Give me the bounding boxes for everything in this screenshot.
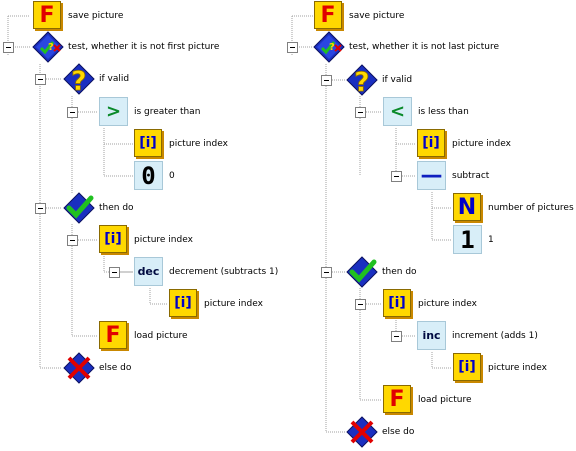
svg-text:?: ?: [48, 42, 54, 53]
decrement-icon: dec: [133, 256, 165, 288]
question-icon: ?: [63, 63, 95, 97]
right-node-if-valid[interactable]: ? if valid: [346, 64, 413, 98]
left-node-picture-index-c[interactable]: [i] picture index: [168, 288, 263, 320]
left-collapse-toggle-if-valid[interactable]: [35, 74, 46, 85]
right-collapse-toggle-inc[interactable]: [391, 331, 402, 342]
right-collapse-toggle-test[interactable]: [287, 42, 298, 53]
left-collapse-toggle-index-b[interactable]: [67, 235, 78, 246]
svg-text:?: ?: [71, 66, 87, 95]
red-cross-icon: [346, 416, 378, 448]
right-node-less-than[interactable]: < is less than: [382, 96, 469, 128]
left-node-decrement[interactable]: dec decrement (subtracts 1): [133, 256, 278, 288]
left-collapse-toggle-test[interactable]: [3, 42, 14, 53]
node-label: 1: [488, 235, 494, 245]
node-label: save picture: [68, 11, 124, 21]
minus-icon: —: [416, 160, 448, 192]
node-label: is greater than: [134, 107, 201, 117]
left-node-constant-zero[interactable]: 0 0: [133, 160, 175, 192]
function-f-icon: F: [32, 0, 64, 32]
node-label: then do: [99, 203, 134, 213]
node-label: subtract: [452, 171, 490, 181]
left-node-if-valid[interactable]: ? if valid: [63, 63, 130, 97]
right-node-load-picture[interactable]: F load picture: [382, 384, 472, 416]
condition-diamond-icon: ?: [313, 31, 345, 63]
right-node-else-do[interactable]: else do: [346, 416, 414, 448]
node-label: picture index: [418, 299, 477, 309]
left-node-picture-index-a[interactable]: [i] picture index: [133, 128, 228, 160]
index-variable-icon: [i]: [382, 288, 414, 320]
node-label: load picture: [134, 331, 188, 341]
function-f-icon: F: [313, 0, 345, 32]
right-node-test[interactable]: ? test, whether it is not last picture: [313, 31, 499, 63]
left-node-else-do[interactable]: else do: [63, 352, 131, 384]
node-label: then do: [382, 267, 417, 277]
right-node-number-of-pictures[interactable]: N number of pictures: [452, 192, 574, 224]
function-f-icon: F: [382, 384, 414, 416]
node-label: else do: [99, 363, 132, 373]
node-label: test, whether it is not first picture: [68, 42, 220, 52]
node-label: picture index: [488, 363, 547, 373]
number-constant-icon: 0: [133, 160, 165, 192]
node-label: if valid: [382, 75, 413, 85]
right-collapse-toggle-less[interactable]: [355, 107, 366, 118]
right-node-constant-one[interactable]: 1 1: [452, 224, 494, 256]
left-collapse-toggle-greater[interactable]: [67, 107, 78, 118]
question-icon: ?: [346, 64, 378, 98]
node-label: picture index: [169, 139, 228, 149]
right-node-picture-index-a[interactable]: [i] picture index: [416, 128, 511, 160]
node-label: picture index: [204, 299, 263, 309]
node-label: increment (adds 1): [452, 331, 538, 341]
left-node-save-picture[interactable]: F save picture: [32, 0, 123, 32]
condition-diamond-icon: ?: [32, 31, 64, 63]
greater-than-icon: >: [98, 96, 130, 128]
count-n-icon: N: [452, 192, 484, 224]
left-node-then-do[interactable]: then do: [63, 192, 134, 224]
left-node-picture-index-b[interactable]: [i] picture index: [98, 224, 193, 256]
index-variable-icon: [i]: [168, 288, 200, 320]
right-collapse-toggle-subtract[interactable]: [391, 171, 402, 182]
node-label: 0: [169, 171, 175, 181]
increment-icon: inc: [416, 320, 448, 352]
left-node-test[interactable]: ? test, whether it is not first picture: [32, 31, 219, 63]
node-label: test, whether it is not last picture: [349, 42, 500, 52]
right-node-subtract[interactable]: — subtract: [416, 160, 489, 192]
left-collapse-toggle-then[interactable]: [35, 203, 46, 214]
red-cross-icon: [63, 352, 95, 384]
node-label: load picture: [418, 395, 472, 405]
right-node-picture-index-c[interactable]: [i] picture index: [452, 352, 547, 384]
node-label: if valid: [99, 74, 130, 84]
node-label: number of pictures: [488, 203, 574, 213]
svg-text:?: ?: [354, 67, 370, 96]
index-variable-icon: [i]: [416, 128, 448, 160]
checkmark-icon: [63, 192, 95, 224]
function-f-icon: F: [98, 320, 130, 352]
node-label: picture index: [134, 235, 193, 245]
index-variable-icon: [i]: [98, 224, 130, 256]
index-variable-icon: [i]: [133, 128, 165, 160]
node-label: decrement (subtracts 1): [169, 267, 279, 277]
right-collapse-toggle-then[interactable]: [321, 267, 332, 278]
right-node-then-do[interactable]: then do: [346, 256, 417, 288]
node-label: is less than: [418, 107, 469, 117]
right-collapse-toggle-if-valid[interactable]: [321, 75, 332, 86]
right-node-save-picture[interactable]: F save picture: [313, 0, 404, 32]
node-label: picture index: [452, 139, 511, 149]
left-collapse-toggle-dec[interactable]: [109, 267, 120, 278]
number-constant-icon: 1: [452, 224, 484, 256]
node-label: save picture: [349, 11, 405, 21]
left-node-load-picture[interactable]: F load picture: [98, 320, 188, 352]
index-variable-icon: [i]: [452, 352, 484, 384]
svg-text:?: ?: [329, 42, 335, 53]
right-collapse-toggle-index-b[interactable]: [355, 299, 366, 310]
right-node-increment[interactable]: inc increment (adds 1): [416, 320, 538, 352]
checkmark-icon: [346, 256, 378, 288]
node-label: else do: [382, 427, 415, 437]
left-node-greater-than[interactable]: > is greater than: [98, 96, 200, 128]
right-node-picture-index-b[interactable]: [i] picture index: [382, 288, 477, 320]
less-than-icon: <: [382, 96, 414, 128]
